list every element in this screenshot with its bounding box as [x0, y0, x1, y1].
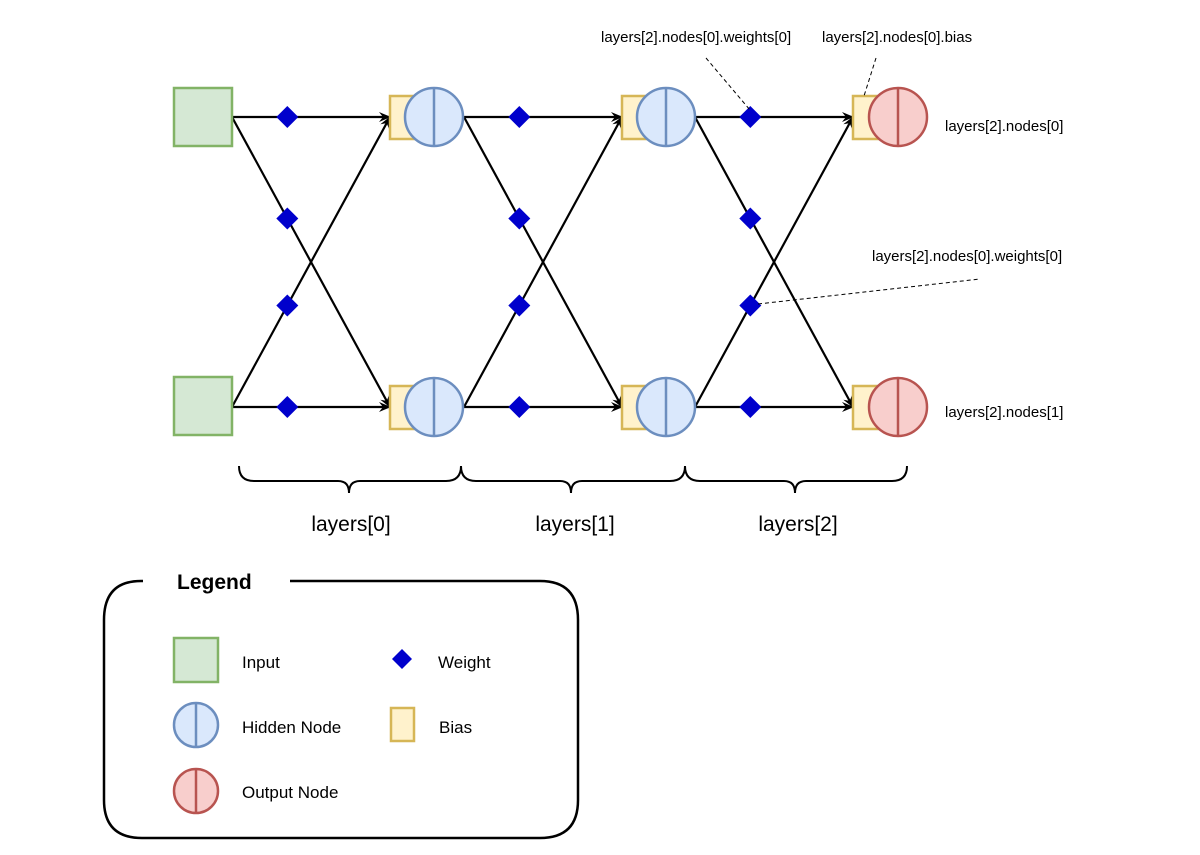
annotation-top-bias: layers[2].nodes[0].bias: [822, 29, 972, 46]
weight-l1-n0-w1[interactable]: [508, 294, 531, 317]
weights: [276, 106, 762, 418]
legend-output-icon: [172, 767, 220, 815]
edge-l0-s1-t0: [231, 116, 391, 408]
layer-label-2: layers[2]: [758, 513, 837, 536]
legend-hidden-icon: [172, 701, 220, 749]
weight-l1-n1-w1[interactable]: [508, 396, 531, 418]
legend-output-label: Output Node: [242, 783, 338, 802]
weight-l1-n1-w0[interactable]: [508, 207, 531, 230]
layer-nodes: [388, 86, 929, 438]
legend-title: Legend: [177, 571, 252, 594]
brace-layer-2: [684, 465, 908, 494]
brace-layer-1: [460, 465, 686, 494]
legend-bias-icon: [389, 706, 416, 743]
weight-l1-n0-w0[interactable]: [508, 106, 531, 128]
legend-weight-label: Weight: [438, 653, 491, 672]
annotation-mid-weight: layers[2].nodes[0].weights[0]: [872, 248, 1062, 265]
legend-bias-label: Bias: [439, 718, 472, 737]
input-node-0[interactable]: [172, 86, 234, 148]
weight-l2-n0-w0[interactable]: [739, 106, 762, 128]
weight-l2-n0-w1[interactable]: [739, 294, 762, 317]
legend-frame: [102, 579, 580, 840]
edge-l2-s1-t0: [694, 116, 854, 408]
leader-top-bias: [863, 57, 877, 97]
brace-layer-0: [238, 465, 462, 494]
edge-l1-s1-t0: [463, 116, 623, 408]
layer-label-1: layers[1]: [535, 513, 614, 536]
weight-l0-n1-w1[interactable]: [276, 396, 299, 418]
layer-braces: [238, 465, 908, 494]
layer-1-node-1[interactable]: [620, 376, 697, 438]
weight-l0-n0-w1[interactable]: [276, 294, 299, 317]
leader-mid-weight: [757, 278, 981, 305]
weight-l0-n0-w0[interactable]: [276, 106, 299, 128]
weight-l2-n1-w0[interactable]: [739, 207, 762, 230]
layer-2-node-0[interactable]: [851, 86, 929, 148]
input-nodes: [172, 86, 234, 437]
leader-top-weight: [705, 57, 751, 111]
legend-weight-icon: [392, 649, 412, 669]
output-node-1-label: layers[2].nodes[1]: [945, 404, 1063, 421]
layer-label-0: layers[0]: [311, 513, 390, 536]
annotation-leaders: [705, 57, 981, 305]
output-node-0-label: layers[2].nodes[0]: [945, 118, 1063, 135]
annotation-top-weight: layers[2].nodes[0].weights[0]: [601, 29, 791, 46]
layer-0-node-0[interactable]: [388, 86, 465, 148]
connections: [231, 112, 854, 412]
input-node-1[interactable]: [172, 375, 234, 437]
legend-input-icon: [172, 636, 220, 684]
legend-input-label: Input: [242, 653, 280, 672]
layer-1-node-0[interactable]: [620, 86, 697, 148]
legend-hidden-label: Hidden Node: [242, 718, 341, 737]
weight-l0-n1-w0[interactable]: [276, 207, 299, 230]
weight-l2-n1-w1[interactable]: [739, 396, 762, 418]
layer-0-node-1[interactable]: [388, 376, 465, 438]
legend: Legend Input Hidden Node Output Node Wei…: [102, 571, 580, 840]
layer-2-node-1[interactable]: [851, 376, 929, 438]
